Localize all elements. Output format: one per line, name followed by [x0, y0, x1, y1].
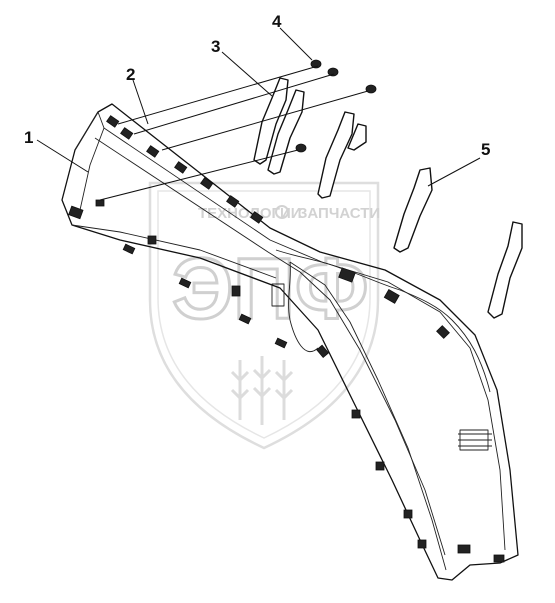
watermark-shield-inner	[157, 190, 371, 439]
fender-label-plate	[271, 283, 285, 307]
fastener-nut	[327, 67, 339, 77]
bolt-lines-item-2	[99, 65, 369, 201]
bracket-item-5	[393, 167, 523, 319]
watermark-logo: ЭПФ	[172, 241, 368, 337]
wiring-harness-drop	[288, 261, 319, 352]
callout-leaders	[36, 27, 481, 187]
watermark-shield-shape	[148, 181, 380, 450]
fastener-nut	[310, 59, 322, 69]
watermark-wheat-icon	[230, 356, 294, 425]
bracket-item-3	[253, 77, 367, 199]
callout-4: 4	[272, 12, 282, 31]
fastener-nut	[365, 84, 377, 94]
fender-arch-inner	[289, 261, 447, 571]
fender-top-ridge	[103, 127, 506, 551]
callout-5: 5	[481, 140, 490, 159]
fender-lower-ridge	[94, 137, 446, 556]
callout-3: 3	[211, 37, 220, 56]
watermark-gear-icon	[275, 205, 289, 219]
fender-panel	[61, 103, 519, 581]
callout-labels: 1 2 3 4 5	[24, 12, 490, 159]
fender-outline	[61, 103, 519, 581]
fender-face-edge	[74, 111, 105, 211]
fender-clips	[68, 115, 505, 563]
fender-bottom-flange	[71, 224, 277, 279]
fastener-item-4	[295, 59, 377, 153]
callout-1: 1	[24, 128, 33, 147]
fastener-nut	[295, 143, 307, 153]
wiring-harness	[275, 249, 491, 393]
fender-rear-clamp	[458, 429, 492, 451]
watermark-brand-right: ЗАПЧАСТИ	[298, 205, 380, 222]
callout-2: 2	[126, 65, 135, 84]
